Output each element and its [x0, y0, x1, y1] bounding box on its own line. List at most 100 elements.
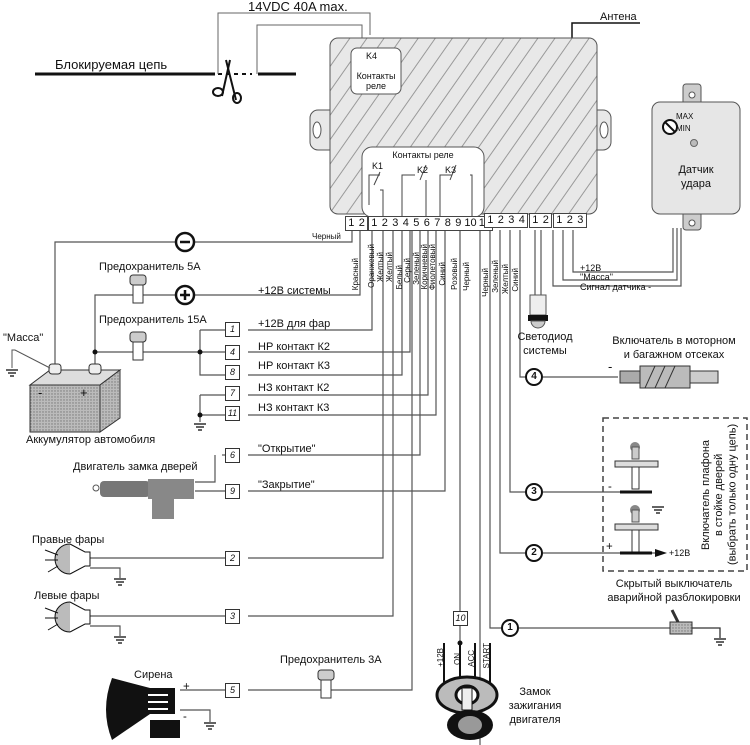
hidden-switch-label-2: аварийной разблокировки: [607, 592, 741, 604]
pin-tag-10: 10: [453, 611, 468, 626]
wire-color-main-10: Розовый: [450, 258, 459, 290]
siren-icon: [106, 678, 180, 740]
battery-plus: +: [80, 385, 88, 400]
fuse-3a-icon: [317, 669, 335, 699]
battery-label: Аккумулятор автомобиля: [26, 434, 156, 446]
fuse-15a-icon: [129, 331, 147, 361]
wire-color-four-2: Зеленый: [491, 260, 500, 293]
rating-label: 14VDC 40A max.: [248, 0, 348, 14]
door-switch-plus: +: [606, 541, 613, 553]
door-switch-line-3: (выбрать только одну цепь): [726, 423, 739, 565]
junction-dots: [92, 349, 463, 646]
hood-switch-minus: -: [608, 359, 613, 374]
sensor-wire-signal: Сигнал датчика -: [580, 282, 652, 292]
circled-4: 4: [525, 368, 543, 386]
sensor-title-2: удара: [681, 178, 711, 190]
fuse-5a-label: Предохранитель 5А: [99, 261, 201, 273]
battery-minus: -: [38, 385, 43, 400]
wire-color-four-4: Синий: [511, 268, 520, 292]
door-switch-box: [602, 417, 748, 572]
sensor-title: Датчик: [678, 164, 714, 176]
siren-label: Сирена: [134, 669, 173, 681]
scissors-icon: [212, 59, 242, 104]
pin-tag-1: 1: [225, 322, 240, 337]
wires: [54, 228, 682, 745]
pin: 7: [434, 217, 441, 229]
hood-switch-label: Включатель в моторном: [612, 335, 736, 347]
hood-switch-label-2: и багажном отсеках: [623, 349, 725, 361]
fuse-5a-icon: [129, 274, 147, 304]
system-12v-label: +12В системы: [258, 285, 331, 297]
nc-k3-label: НЗ контакт К3: [258, 402, 330, 414]
sensor-max-label: MAX: [676, 112, 694, 121]
plus-circle-icon: [174, 284, 196, 306]
pin: 9: [455, 217, 462, 229]
nc-k2-label: НЗ контакт К2: [258, 382, 330, 394]
shock-sensor: [651, 83, 741, 231]
wire-color-red: Красный: [351, 258, 360, 291]
wire-color-main-2: Желтый: [376, 252, 385, 283]
siren-plus: +: [183, 681, 190, 693]
right-headlight-icon: [44, 543, 91, 575]
main-connector: 1234567891011: [368, 216, 493, 231]
control-unit: [309, 37, 612, 218]
pin: 5: [413, 217, 420, 229]
k4-contacts-label-2: реле: [366, 81, 386, 91]
pin-tag-8: 8: [225, 365, 240, 380]
open-label: "Открытие": [258, 443, 316, 455]
pin: 1: [556, 214, 563, 226]
relay-contacts-label: Контакты реле: [392, 150, 454, 160]
pin: 4: [518, 214, 525, 226]
k4-contacts-label: Контакты: [356, 71, 396, 81]
led-label-2: системы: [523, 345, 567, 357]
wire-color-main-11: Черный: [462, 262, 471, 291]
ignition-switch-icon: [435, 643, 499, 740]
door-motor-label: Двигатель замка дверей: [73, 461, 198, 473]
k4-label: K4: [366, 51, 378, 61]
ign-pin-on: ON: [453, 653, 462, 665]
wire-color-main-3: Желтый: [385, 252, 394, 283]
wire-color-four-1: Черный: [481, 268, 490, 297]
pin: 1: [348, 217, 355, 229]
door-switch-12v: +12В: [669, 548, 691, 558]
door-switch-lower-icon: [614, 505, 667, 557]
ign-pin-12v: +12В: [436, 648, 445, 667]
siren-minus: -: [183, 711, 187, 723]
ground-symbols: [6, 349, 726, 730]
ground-label: "Масса": [3, 332, 44, 344]
k2-label: K2: [417, 165, 429, 175]
pin-tag-11: 11: [225, 406, 240, 421]
door-switch-minus: -: [608, 481, 612, 493]
ignition-label-2: зажигания: [508, 700, 562, 712]
no-k2-label: НР контакт К2: [258, 341, 331, 353]
led-icon: [528, 294, 548, 329]
pin-tag-4: 4: [225, 345, 240, 360]
pin-tag-5: 5: [225, 683, 240, 698]
fuse-15a-label: Предохранитель 15А: [99, 314, 207, 326]
pin: 10: [464, 217, 477, 229]
door-switch-line-1: Включатель плафона: [700, 439, 712, 551]
pin-tag-2: 2: [225, 551, 240, 566]
ignition-label-3: двигателя: [509, 714, 561, 726]
pin: 6: [423, 217, 430, 229]
k1-label: K1: [372, 161, 384, 171]
pin: 2: [566, 214, 573, 226]
close-label: "Закрытие": [258, 479, 315, 491]
pin-tag-9: 9: [225, 484, 240, 499]
wire-color-four-3: Желтый: [501, 264, 510, 295]
pin: 3: [577, 214, 584, 226]
pin: 3: [392, 217, 399, 229]
k3-label: K3: [445, 165, 457, 175]
blocked-circuit-label: Блокируемая цепь: [55, 57, 168, 72]
pin: 1: [371, 217, 378, 229]
blocked-circuit-line: [35, 12, 371, 76]
pin: 1: [487, 214, 494, 226]
antenna-label: Антена: [600, 11, 637, 23]
sensor-wire-ground: "Масса": [580, 272, 613, 282]
